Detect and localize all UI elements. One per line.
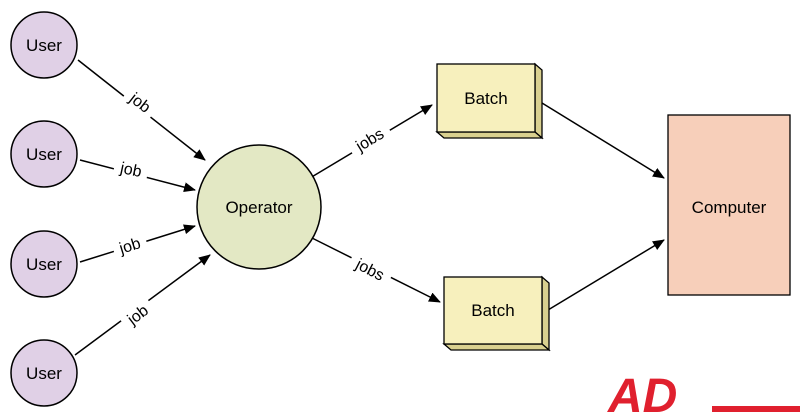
- edge-label-user2: job: [118, 160, 143, 181]
- user-label: User: [26, 255, 62, 274]
- edge-batch2-computer: [547, 239, 665, 311]
- computer-label: Computer: [692, 198, 767, 217]
- user-label: User: [26, 145, 62, 164]
- user-label: User: [26, 36, 62, 55]
- operator-node: Operator: [196, 144, 322, 270]
- batch-label: Batch: [464, 89, 507, 108]
- user-node-3: User: [10, 230, 78, 298]
- user-label: User: [26, 364, 62, 383]
- edges: [74, 59, 665, 356]
- batch-node-1: Batch: [435, 62, 544, 140]
- edge-label-user3: job: [116, 235, 142, 258]
- user-node-4: User: [10, 339, 78, 407]
- user-node-1: User: [10, 11, 78, 79]
- ad-logo: AD: [607, 370, 800, 419]
- svg-text:AD: AD: [607, 370, 677, 419]
- user-node-2: User: [10, 120, 78, 188]
- operator-label: Operator: [225, 198, 292, 217]
- batch-label: Batch: [471, 301, 514, 320]
- edge-batch1-computer: [541, 102, 665, 179]
- batch-node-2: Batch: [442, 275, 551, 352]
- computer-node: Computer: [667, 114, 791, 296]
